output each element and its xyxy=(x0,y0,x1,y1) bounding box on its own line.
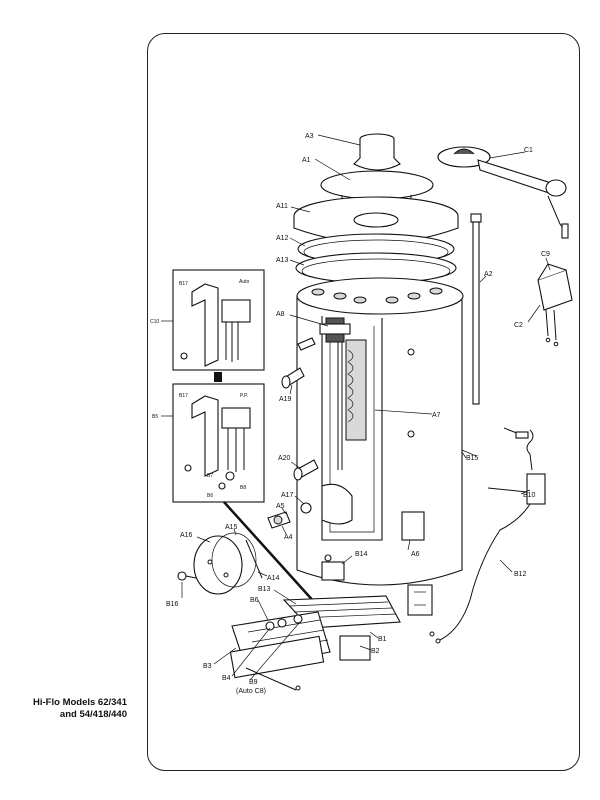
flue-hood-a3 xyxy=(353,133,401,171)
gas-valve-b14 xyxy=(321,554,345,581)
label-a17: A17 xyxy=(281,492,294,499)
anode-rod-a2 xyxy=(470,213,482,405)
label-b9: B9 xyxy=(249,679,258,686)
inset-pp-b6: B6 xyxy=(207,493,213,499)
inset-auto-box: Auto B17 xyxy=(172,269,265,371)
inset-auto-part-label: B17 xyxy=(179,281,188,287)
nipple-a19 xyxy=(281,367,305,389)
label-a14: A14 xyxy=(267,575,280,582)
label-b15: B15 xyxy=(466,455,479,462)
valve-a5 xyxy=(267,511,291,529)
junction-box-c9 xyxy=(537,263,573,347)
label-b6: B6 xyxy=(250,597,259,604)
diagram-frame xyxy=(147,33,580,771)
label-b1: B1 xyxy=(378,636,387,643)
label-b2: B2 xyxy=(371,648,380,655)
model-caption: Hi-Flo Models 62/341 and 54/418/440 xyxy=(0,697,127,721)
tank-body xyxy=(296,277,464,616)
label-a4: A4 xyxy=(284,534,293,541)
label-b3: B3 xyxy=(203,663,212,670)
nipple-a20 xyxy=(293,459,319,481)
label-a8: A8 xyxy=(276,311,285,318)
caption-line-1: Hi-Flo Models 62/341 xyxy=(33,697,127,708)
label-a13: A13 xyxy=(276,257,289,264)
inset-connector-marker xyxy=(214,372,222,382)
leader-lines xyxy=(181,134,551,681)
inset-pp-box: P.P. B17 B7 B6 B8 xyxy=(172,383,265,503)
label-a11: A11 xyxy=(276,203,288,210)
label-a6: A6 xyxy=(411,551,420,558)
label-c1: C1 xyxy=(524,147,533,154)
label-b12: B12 xyxy=(514,571,527,578)
baffle-ring-a13 xyxy=(295,252,457,284)
connector-line-b15 xyxy=(461,449,477,457)
inset-pp-title: P.P. xyxy=(240,393,248,399)
label-b9-note: (Auto C8) xyxy=(236,688,266,695)
control-unit-b10 xyxy=(429,473,546,644)
inset-auto-title: Auto xyxy=(239,279,250,285)
label-b13: B13 xyxy=(258,586,271,593)
fitting-top-connector xyxy=(297,337,316,351)
gasket-a14 xyxy=(245,539,263,579)
label-b4: B4 xyxy=(222,675,231,682)
caption-line-2: and 54/418/440 xyxy=(59,709,127,720)
label-c9: C9 xyxy=(541,251,550,258)
fitting-a17 xyxy=(300,502,312,514)
label-a16: A16 xyxy=(180,532,193,539)
label-b5: B5 xyxy=(152,414,158,420)
inner-door-a15 xyxy=(211,532,257,588)
label-b16: B16 xyxy=(166,601,179,608)
label-a12: A12 xyxy=(276,235,289,242)
fitting-a8 xyxy=(319,323,351,335)
label-a20: A20 xyxy=(278,455,291,462)
burner-assembly xyxy=(229,595,401,691)
inset-pp-b7: B7 xyxy=(207,473,213,479)
label-a1: A1 xyxy=(302,157,311,164)
inset-pp-part-label: B17 xyxy=(179,393,188,399)
draft-diverter-a11 xyxy=(293,196,459,244)
label-a7: A7 xyxy=(432,412,441,419)
label-b10: B10 xyxy=(523,492,536,499)
label-a19: A19 xyxy=(279,396,292,403)
label-a5: A5 xyxy=(276,503,285,510)
sensor-probe xyxy=(503,427,534,471)
flue-spout-c1 xyxy=(437,146,569,239)
inset-pp-b8: B8 xyxy=(240,485,246,491)
label-c10: C10 xyxy=(150,319,159,325)
outer-door-a16 xyxy=(193,535,243,595)
label-c2: C2 xyxy=(514,322,523,329)
screw-b16 xyxy=(177,571,197,581)
label-a15: A15 xyxy=(225,524,238,531)
label-a3: A3 xyxy=(305,133,314,140)
label-b14: B14 xyxy=(355,551,368,558)
inset-leader-heavy xyxy=(223,501,317,605)
label-a2: A2 xyxy=(484,271,493,278)
